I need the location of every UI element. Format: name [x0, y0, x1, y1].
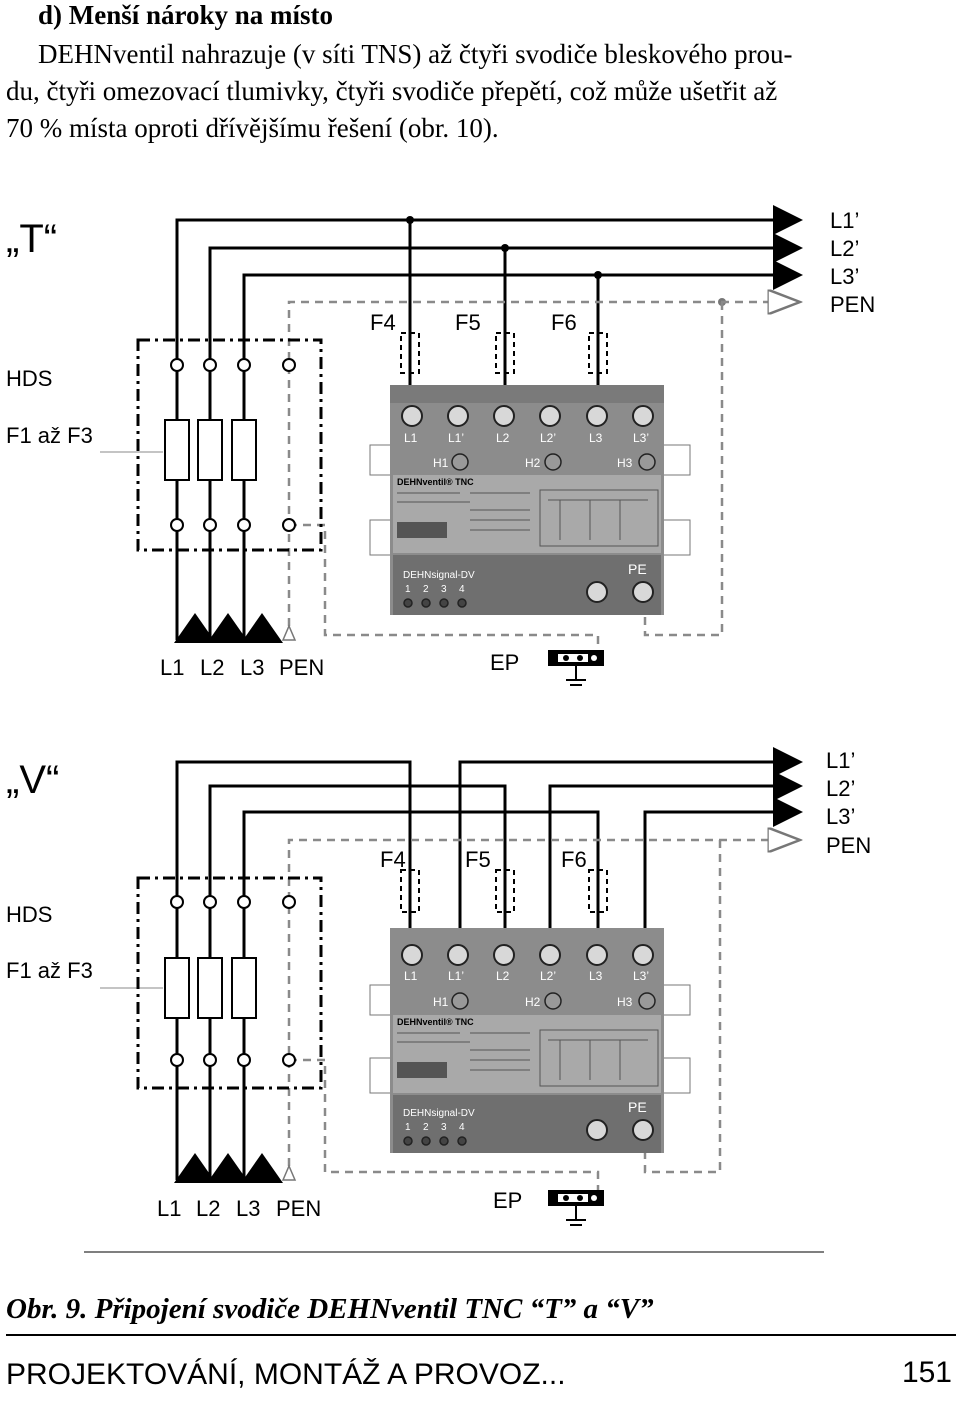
hds-box: [136, 338, 323, 552]
terminal-label: L2’: [540, 969, 556, 983]
hds-label: HDS: [6, 366, 52, 391]
device-name: DEHNventil® TNC: [397, 477, 474, 487]
output-label: PEN: [826, 833, 871, 858]
hds-label: HDS: [6, 902, 52, 927]
output-label: L3’: [830, 264, 859, 289]
output-label: PEN: [830, 292, 875, 317]
signal-contact: 2: [423, 1122, 429, 1133]
fuse-label: F1 až F3: [6, 958, 93, 983]
paragraph-line: 70 % místa oproti dřívějšímu řešení (obr…: [6, 113, 499, 143]
signal-contact: 2: [423, 584, 429, 595]
signal-contact: 4: [459, 1122, 465, 1133]
section-paragraph: DEHNventil nahrazuje (v síti TNS) až čty…: [6, 36, 956, 147]
signal-label: DEHNsignal-DV: [403, 570, 475, 581]
wiring-diagram-figure: „T“ HDS F1 až F3 F4 F5: [6, 205, 875, 1253]
pe-label: PE: [628, 561, 647, 577]
terminal-label: L1: [404, 431, 418, 445]
paragraph-line: du, čtyři omezovací tlumivky, čtyři svod…: [6, 76, 778, 106]
inner-fuse-label: F6: [551, 310, 577, 335]
indicator-label: H3: [617, 995, 633, 1009]
terminal-label: L1: [404, 969, 418, 983]
terminal-label: L2: [496, 431, 510, 445]
signal-contact: 3: [441, 1122, 447, 1133]
input-label: PEN: [279, 655, 324, 680]
ground-bar-icon: [548, 1190, 604, 1226]
diagram-t: „T“ HDS F1 až F3 F4 F5: [6, 205, 875, 686]
input-label: L2: [200, 655, 224, 680]
device-name: DEHNventil® TNC: [397, 1017, 474, 1027]
inner-fuse-label: F5: [465, 847, 491, 872]
indicator-label: H2: [525, 995, 541, 1009]
footer-title: PROJEKTOVÁNÍ, MONTÁŽ A PROVOZ...: [6, 1358, 566, 1391]
variant-label: „T“: [6, 217, 57, 261]
diagram-v: „V“ HDS F1 až F3 F4 F5 F6 L1’ L2’ L3’ PE…: [6, 747, 871, 1253]
indicator-label: H1: [433, 456, 449, 470]
inner-fuse-label: F6: [561, 847, 587, 872]
output-label: L1’: [830, 208, 859, 233]
ep-label: EP: [493, 1188, 522, 1213]
footer-divider: [6, 1334, 956, 1336]
inner-fuse-label: F4: [380, 847, 406, 872]
signal-contact: 1: [405, 584, 411, 595]
output-label: L2’: [826, 776, 855, 801]
pe-label: PE: [628, 1099, 647, 1115]
indicator-label: H3: [617, 456, 633, 470]
figure-caption: Obr. 9. Připojení svodiče DEHNventil TNC…: [6, 1293, 654, 1325]
input-label: L2: [196, 1196, 220, 1221]
ground-bar-icon: [548, 650, 604, 686]
input-label: L1: [157, 1196, 181, 1221]
input-label: L3: [236, 1196, 260, 1221]
variant-label: „V“: [6, 758, 59, 802]
paragraph-line: DEHNventil nahrazuje (v síti TNS) až čty…: [38, 39, 793, 69]
signal-contact: 3: [441, 584, 447, 595]
inner-fuse-label: F4: [370, 310, 396, 335]
terminal-label: L1’: [448, 431, 464, 445]
input-label: PEN: [276, 1196, 321, 1221]
terminal-label: L3: [589, 431, 603, 445]
terminal-label: L1’: [448, 969, 464, 983]
dehnventil-device: L1 L1’ L2 L2’ L3 L3’ H1 H2 H3 DEHNsignal…: [369, 385, 691, 615]
signal-label: DEHNsignal-DV: [403, 1108, 475, 1119]
terminal-label: L2’: [540, 431, 556, 445]
signal-contact: 1: [405, 1122, 411, 1133]
hds-box: [136, 876, 323, 1090]
dehnventil-device: L1 L1’ L2 L2’ L3 L3’ H1 H2 H3 DEHNsignal…: [369, 928, 691, 1153]
indicator-label: H2: [525, 456, 541, 470]
input-label: L1: [160, 655, 184, 680]
fuse-label: F1 až F3: [6, 423, 93, 448]
ep-label: EP: [490, 650, 519, 675]
signal-contact: 4: [459, 584, 465, 595]
section-heading: d) Menší nároky na místo: [38, 0, 334, 30]
inner-fuse-label: F5: [455, 310, 481, 335]
output-label: L2’: [830, 236, 859, 261]
terminal-label: L2: [496, 969, 510, 983]
terminal-label: L3: [589, 969, 603, 983]
terminal-label: L3’: [633, 969, 649, 983]
page-number: 151: [901, 1356, 952, 1389]
terminal-label: L3’: [633, 431, 649, 445]
output-label: L1’: [826, 748, 855, 773]
output-label: L3’: [826, 804, 855, 829]
input-label: L3: [240, 655, 264, 680]
indicator-label: H1: [433, 995, 449, 1009]
